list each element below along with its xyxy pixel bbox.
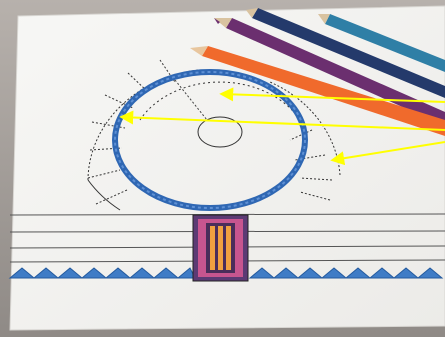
decorated-gate (193, 215, 248, 281)
